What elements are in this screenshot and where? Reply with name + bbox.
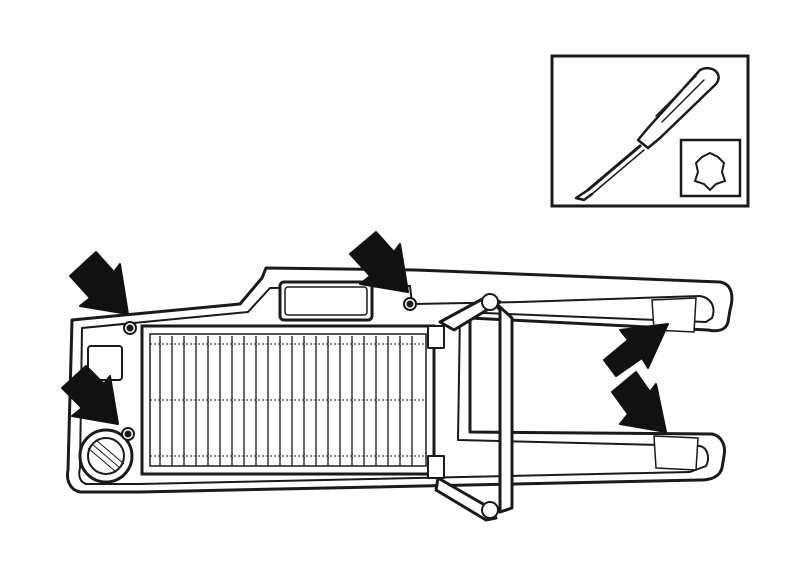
arrow-4 (603, 323, 669, 377)
screw-1 (123, 321, 137, 335)
arrow-2 (349, 231, 409, 293)
arrow-5 (611, 371, 667, 433)
screw-2 (403, 297, 417, 311)
retainer-clips (651, 297, 699, 471)
mirror-panel (140, 324, 436, 476)
screw-3 (121, 427, 135, 441)
screwdriver-icon (574, 67, 720, 202)
arrow-1 (69, 251, 129, 315)
arrow-3 (61, 365, 119, 425)
pivot-hinge (78, 428, 134, 484)
support-arm (427, 293, 514, 522)
torx-icon (679, 138, 742, 198)
pointer-arrows (61, 231, 669, 433)
tool-inset (550, 54, 750, 208)
